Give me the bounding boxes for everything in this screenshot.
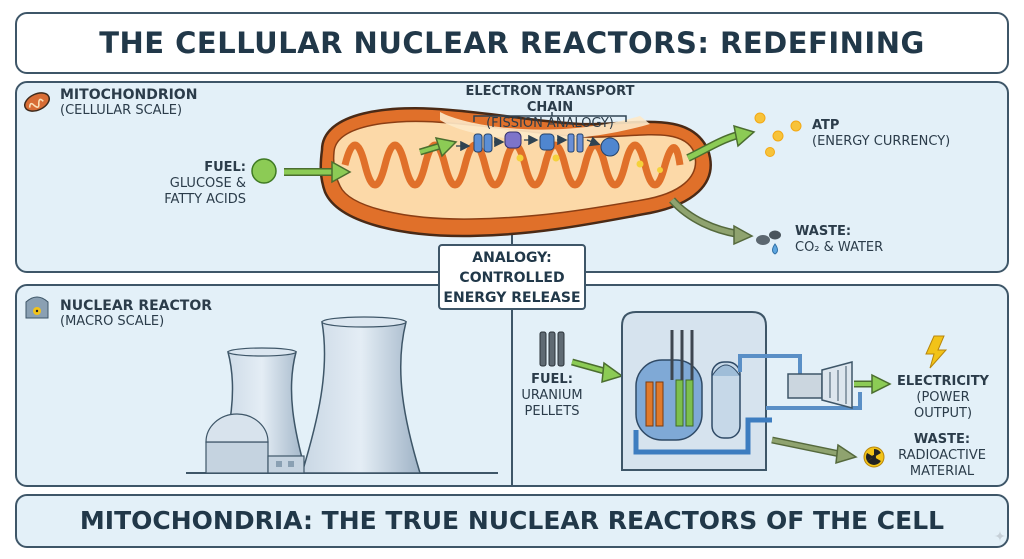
mito-waste-sub: CO₂ & WATER <box>795 240 884 255</box>
reactor-waste-label: WASTE: RADIOACTIVE MATERIAL <box>892 432 992 480</box>
water-drop-icon <box>772 243 778 255</box>
mito-fuel-line1: GLUCOSE & <box>169 176 246 191</box>
reactor-waste-line1: RADIOACTIVE <box>898 448 986 463</box>
conclusion-banner: MITOCHONDRIA: THE TRUE NUCLEAR REACTORS … <box>15 494 1009 548</box>
mito-fuel-title: FUEL: <box>204 160 246 175</box>
analogy-line3: ENERGY RELEASE <box>443 290 581 306</box>
analogy-box: ANALOGY: CONTROLLED ENERGY RELEASE <box>438 244 586 310</box>
reactor-heading: NUCLEAR REACTOR (MACRO SCALE) <box>60 298 212 330</box>
reactor-schematic <box>621 311 862 471</box>
reactor-title: NUCLEAR REACTOR <box>60 298 213 314</box>
atp-subtitle: (ENERGY CURRENCY) <box>812 134 951 149</box>
atp-orbs-icon <box>754 112 802 157</box>
cooling-towers-illustration <box>186 316 498 474</box>
mitochondrion-heading: MITOCHONDRION (CELLULAR SCALE) <box>60 87 197 119</box>
reactor-fuel-title: FUEL: <box>531 372 573 387</box>
sparkle-icon <box>994 530 1006 542</box>
electricity-label: ELECTRICITY (POWER OUTPUT) <box>888 374 998 422</box>
mito-fuel-label: FUEL: GLUCOSE & FATTY ACIDS <box>150 160 246 208</box>
radiation-icon <box>863 446 885 468</box>
lightning-icon <box>925 335 948 369</box>
etc-label: ELECTRON TRANSPORT CHAIN (FISSION ANALOG… <box>444 84 656 132</box>
reactor-waste-line2: MATERIAL <box>909 464 975 479</box>
mitochondrion-scale: (CELLULAR SCALE) <box>60 103 183 118</box>
fuel-sphere-icon <box>251 158 277 184</box>
waste-rocks-icon <box>756 230 781 245</box>
conclusion-text: MITOCHONDRIA: THE TRUE NUCLEAR REACTORS … <box>79 506 945 535</box>
mito-waste-label: WASTE: CO₂ & WATER <box>795 224 883 256</box>
analogy-line2: CONTROLLED <box>459 270 565 286</box>
mito-fuel-line2: FATTY ACIDS <box>164 192 246 207</box>
etc-title: ELECTRON TRANSPORT CHAIN <box>465 84 635 115</box>
reactor-fuel-line1: URANIUM <box>521 388 583 403</box>
reactor-icon <box>25 296 49 319</box>
reactor-waste-title: WASTE: <box>913 432 971 447</box>
turbine-generator <box>787 361 853 409</box>
uranium-pellets-icon <box>539 331 565 367</box>
mito-waste-title: WASTE: <box>795 224 852 239</box>
etc-subtitle: (FISSION ANALOGY) <box>486 116 614 131</box>
reactor-fuel-label: FUEL: URANIUM PELLETS <box>520 372 584 420</box>
reactor-scale: (MACRO SCALE) <box>60 314 165 329</box>
mitochondrion-icon <box>23 92 51 112</box>
reactor-fuel-line2: PELLETS <box>524 404 580 419</box>
electricity-subtitle: (POWER OUTPUT) <box>913 390 973 421</box>
analogy-line1: ANALOGY: <box>472 250 552 266</box>
atp-title: ATP <box>812 118 840 133</box>
electricity-title: ELECTRICITY <box>897 374 989 389</box>
atp-label: ATP (ENERGY CURRENCY) <box>812 118 950 150</box>
mitochondrion-title: MITOCHONDRION <box>60 87 198 103</box>
mitochondrion-illustration <box>319 107 712 238</box>
